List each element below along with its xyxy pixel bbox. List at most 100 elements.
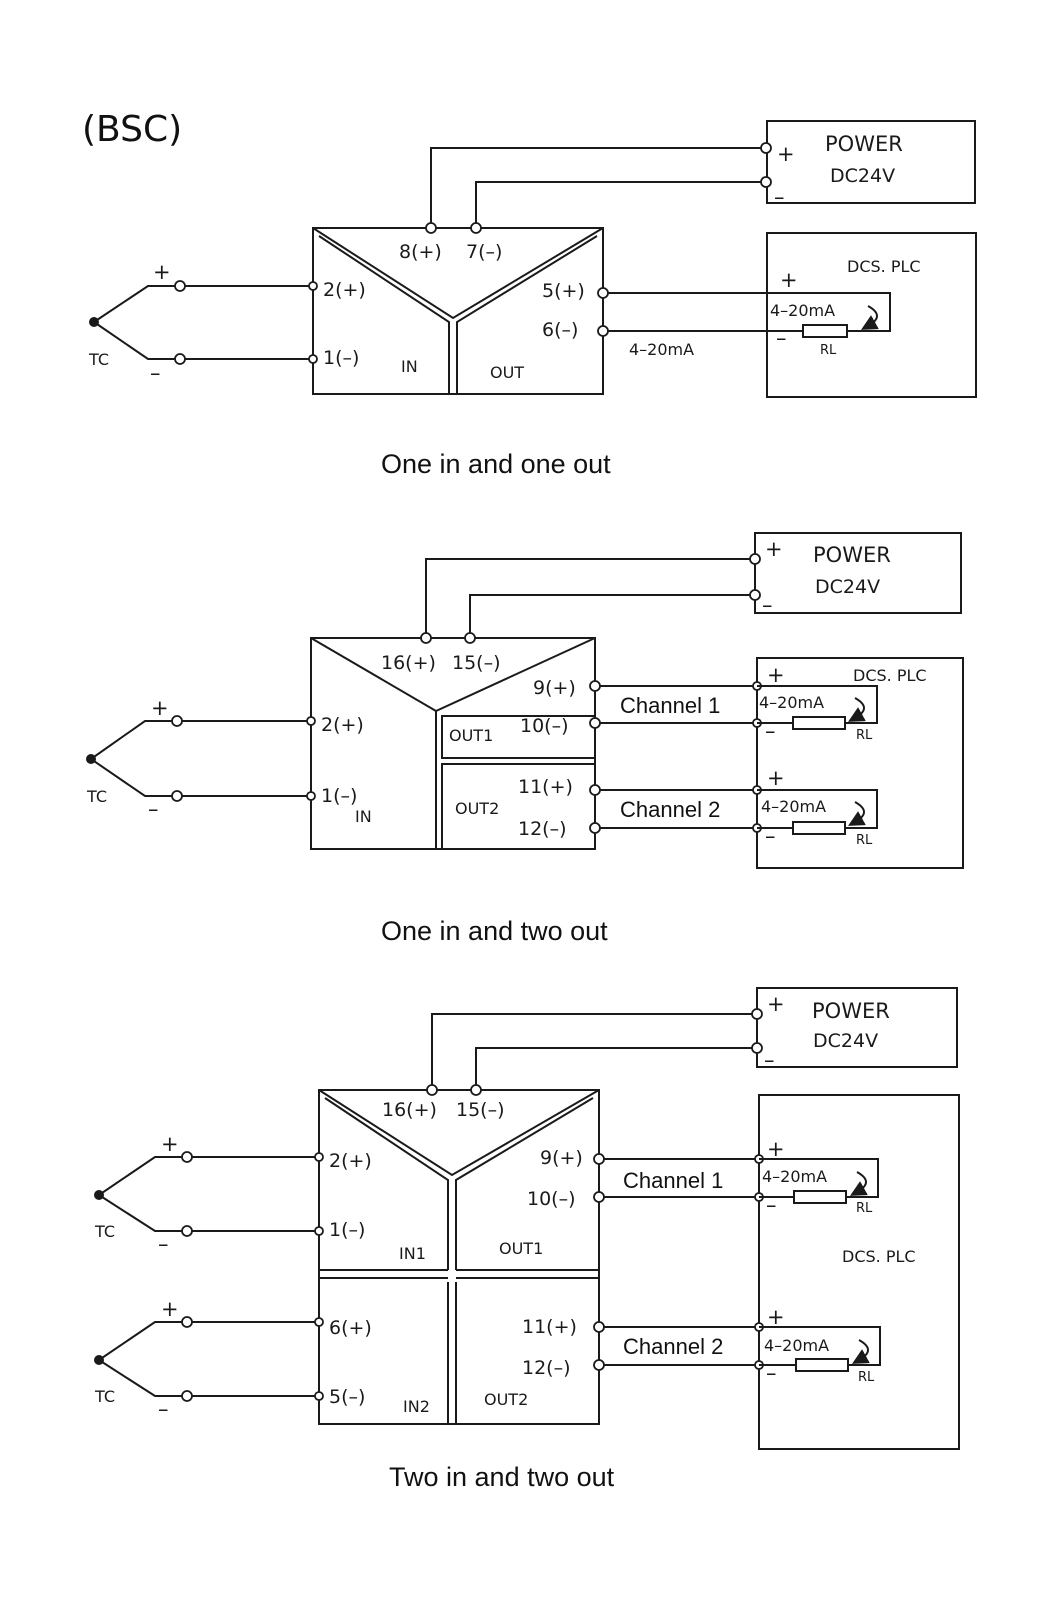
output1-label: OUT1 xyxy=(449,726,493,745)
thermocouple xyxy=(86,715,316,802)
power-label: POWER xyxy=(825,132,903,156)
loop-current-label: 4–20mA xyxy=(761,797,826,816)
tc-label: TC xyxy=(86,787,107,806)
thermocouple xyxy=(94,1316,324,1402)
module-y-divider xyxy=(312,227,604,320)
tc-plus-sign: + xyxy=(151,696,169,720)
power-negative-wire xyxy=(475,181,766,228)
diagram-two-in-two-out: POWER DC24V + – 16(+) 15(–) 2(+) 1(–) IN… xyxy=(94,987,960,1492)
tc-minus-sign: – xyxy=(150,361,161,385)
output2-label: OUT2 xyxy=(455,799,499,818)
terminal xyxy=(751,1042,763,1054)
loop-current-label: 4–20mA xyxy=(759,693,824,712)
power-minus-sign: – xyxy=(762,593,773,617)
terminal-label: 5(+) xyxy=(542,280,585,302)
terminal-label: 11(+) xyxy=(522,1316,577,1338)
load-resistor xyxy=(795,1358,849,1372)
power-plus-sign: + xyxy=(765,537,783,561)
power-minus-sign: – xyxy=(764,1048,775,1072)
load-resistor xyxy=(792,716,846,730)
diagram-caption: Two in and two out xyxy=(389,1462,615,1492)
dcs-minus-sign: – xyxy=(766,1193,777,1217)
resistor-label: RL xyxy=(858,1370,875,1385)
terminal-label: 5(–) xyxy=(329,1386,365,1408)
current-loop xyxy=(757,789,878,829)
terminal xyxy=(589,822,601,834)
page-title: (BSC) xyxy=(82,109,182,150)
dcs-plus-sign: + xyxy=(767,1305,785,1329)
diagram-caption: One in and one out xyxy=(381,449,611,479)
power-supply-box xyxy=(756,987,958,1068)
dcs-plc-label: DCS. PLC xyxy=(847,257,921,276)
terminal-label: 9(+) xyxy=(540,1147,583,1169)
output2-label: OUT2 xyxy=(484,1390,528,1409)
dcs-plus-sign: + xyxy=(780,268,798,292)
tc-plus-sign: + xyxy=(161,1132,179,1156)
terminal-label: 2(+) xyxy=(321,714,364,736)
terminal xyxy=(597,287,609,299)
tc-plus-sign: + xyxy=(161,1297,179,1321)
input1-label: IN1 xyxy=(399,1244,426,1263)
terminal-label: 2(+) xyxy=(323,279,366,301)
power-minus-sign: – xyxy=(774,185,785,209)
module-body xyxy=(318,1089,600,1425)
terminal xyxy=(589,680,601,692)
dcs-plus-sign: + xyxy=(767,766,785,790)
power-supply-box xyxy=(754,532,962,614)
dcs-plc-box xyxy=(756,657,964,869)
terminal-label: 12(–) xyxy=(518,818,567,840)
terminal-label: 6(–) xyxy=(542,319,578,341)
voltage-label: DC24V xyxy=(830,165,895,187)
module-y-divider xyxy=(455,1097,594,1270)
thermocouple xyxy=(94,1151,324,1237)
terminal-label: 1(–) xyxy=(321,785,357,807)
channel2-label: Channel 2 xyxy=(620,797,720,822)
loop-arrow-icon xyxy=(852,1339,870,1364)
terminal-label: 1(–) xyxy=(323,347,359,369)
tc-plus-sign: + xyxy=(153,260,171,284)
channel1-label: Channel 1 xyxy=(620,693,720,718)
power-positive-wire xyxy=(430,147,766,228)
dcs-plus-sign: + xyxy=(767,1137,785,1161)
power-label: POWER xyxy=(812,999,890,1023)
terminal-label: 15(–) xyxy=(456,1099,505,1121)
module-divider xyxy=(319,1269,599,1279)
terminal-label: 15(–) xyxy=(452,652,501,674)
power-negative-wire xyxy=(469,594,755,638)
load-resistor xyxy=(793,1190,847,1204)
loop-current-label: 4–20mA xyxy=(770,301,835,320)
voltage-label: DC24V xyxy=(813,1030,878,1052)
thermocouple xyxy=(89,280,318,365)
current-loop xyxy=(759,1326,881,1366)
terminal-label: 7(–) xyxy=(466,241,502,263)
output1-label: OUT1 xyxy=(499,1239,543,1258)
terminal-label: 8(+) xyxy=(399,241,442,263)
input-label: IN xyxy=(355,807,372,826)
resistor-label: RL xyxy=(856,833,873,848)
out2-section xyxy=(441,763,596,850)
terminal xyxy=(426,1084,438,1096)
channel1-label: Channel 1 xyxy=(623,1168,723,1193)
dcs-plc-box xyxy=(766,232,977,398)
module-y-divider xyxy=(324,1097,449,1270)
terminal xyxy=(589,717,601,729)
power-positive-wire xyxy=(431,1013,757,1090)
terminal-label: 12(–) xyxy=(522,1357,571,1379)
resistor-label: RL xyxy=(820,343,837,358)
terminal xyxy=(597,325,609,337)
current-loop xyxy=(759,1158,879,1198)
terminal xyxy=(425,222,437,234)
power-plus-sign: + xyxy=(767,992,785,1016)
current-loop xyxy=(757,685,878,724)
input-label: IN xyxy=(401,357,418,376)
diagram-caption: One in and two out xyxy=(381,916,608,946)
module-divider xyxy=(447,1282,457,1424)
tc-label: TC xyxy=(88,350,109,369)
terminal xyxy=(589,784,601,796)
loop-arrow-icon xyxy=(861,305,879,330)
tc-minus-sign: – xyxy=(148,797,159,821)
channel2-label: Channel 2 xyxy=(623,1334,723,1359)
terminal xyxy=(470,222,482,234)
loop-arrow-icon xyxy=(848,697,866,722)
terminal-label: 16(+) xyxy=(381,652,436,674)
